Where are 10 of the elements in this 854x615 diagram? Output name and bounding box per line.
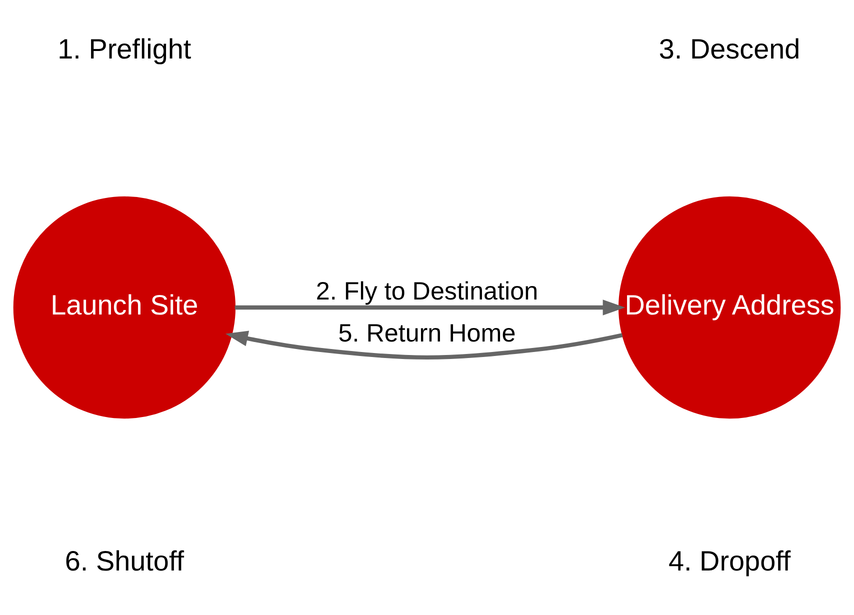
label: 1. Preflight	[58, 34, 192, 65]
label: 4. Dropoff	[668, 545, 791, 576]
label: 3. Descend	[658, 34, 800, 65]
arrow	[234, 300, 626, 316]
node-circle: Delivery Address	[618, 196, 841, 419]
node-circle: Launch Site	[13, 196, 236, 419]
label: 6. Shutoff	[64, 545, 184, 576]
edge-label: 5. Return Home	[338, 320, 516, 348]
arrow	[226, 330, 623, 360]
edge-label: 2. Fly to Destination	[316, 278, 538, 306]
